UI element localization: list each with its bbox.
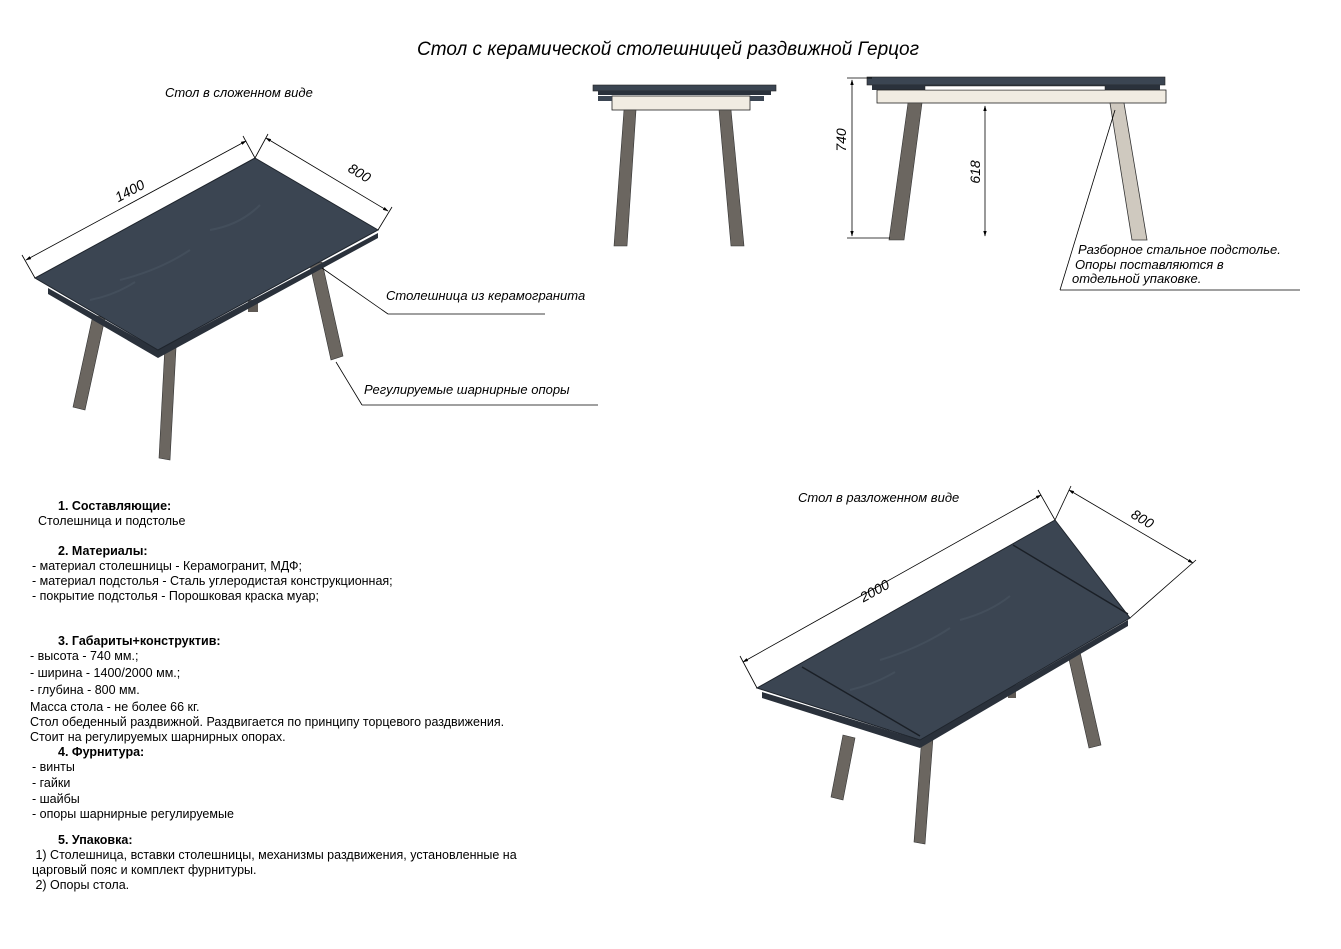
folded-table: Стол в сложенном виде 1400 800 Столешниц…	[21, 85, 598, 461]
spec-section-2: 2. Материалы: - материал столешницы - Ке…	[32, 544, 393, 604]
drawing-title: Стол с керамической столешницей раздвижн…	[417, 39, 919, 60]
note-line-3: отдельной упаковке.	[1072, 271, 1201, 286]
spec-heading-4: 4. Фурнитура:	[58, 745, 145, 759]
callout-legs-leader	[335, 361, 363, 406]
spec-item: - опоры шарнирные регулируемые	[32, 807, 234, 821]
spec-item: Столешница и подстолье	[38, 514, 186, 528]
note-leader	[1059, 109, 1116, 291]
spec-item: - ширина - 1400/2000 мм.;	[30, 666, 181, 680]
expanded-dim-length: 2000	[856, 576, 892, 606]
spec-item: - глубина - 800 мм.	[30, 683, 140, 697]
spec-item: - покрытие подстолья - Порошковая краска…	[32, 589, 319, 603]
folded-leg-front	[158, 344, 177, 461]
spec-note: Стол обеденный раздвижной. Раздвигается …	[30, 715, 505, 729]
spec-item: - материал подстолья - Сталь углеродиста…	[32, 574, 393, 588]
expanded-dim-length-line	[742, 494, 1042, 663]
spec-note: Стоит на регулируемых шарнирных опорах.	[30, 730, 286, 744]
folded-dim-length-line	[25, 140, 247, 261]
spec-heading-2: 2. Материалы:	[58, 544, 148, 558]
front-view	[592, 84, 777, 247]
folded-dim-width: 800	[345, 160, 373, 186]
spec-item: - шайбы	[32, 792, 80, 806]
spec-item: - материал столешницы - Керамогранит, МД…	[32, 559, 302, 573]
expanded-leg-right	[1067, 651, 1102, 749]
expanded-tabletop	[755, 519, 1131, 741]
spec-item: - высота - 740 мм.;	[30, 649, 139, 663]
spec-section-5: 5. Упаковка: 1) Столешница, вставки стол…	[32, 833, 517, 893]
callout-legs: Регулируемые шарнирные опоры	[364, 382, 570, 397]
spec-item: - винты	[32, 760, 75, 774]
note-line-2: Опоры поставляются в	[1075, 257, 1224, 272]
folded-dim-length: 1400	[112, 176, 147, 205]
spec-heading-1: 1. Составляющие:	[58, 499, 172, 513]
expanded-leg-front	[913, 734, 934, 845]
spec-section-1: 1. Составляющие: Столешница и подстолье	[36, 499, 186, 529]
callout-tabletop: Столешница из керамогранита	[386, 288, 585, 303]
expanded-table: Стол в разложенном виде 2000 800	[739, 485, 1197, 845]
dim-total-height: 740	[833, 128, 849, 152]
expanded-caption: Стол в разложенном виде	[798, 490, 959, 505]
dim-leg-height: 618	[967, 160, 983, 184]
expanded-leg-front-left	[830, 734, 856, 801]
callout-top-leader	[321, 267, 389, 315]
note-line-1: Разборное стальное подстолье.	[1078, 242, 1281, 257]
side-leg-right	[1109, 102, 1148, 241]
spec-item: 2) Опоры стола.	[32, 878, 130, 892]
spec-heading-3: 3. Габариты+конструктив:	[58, 634, 221, 648]
spec-note: Масса стола - не более 66 кг.	[30, 700, 200, 714]
expanded-dim-width-line	[1068, 489, 1194, 564]
spec-item: - гайки	[32, 776, 71, 790]
front-leg-right	[718, 109, 745, 247]
spec-item: царговый пояс и комплект фурнитуры.	[32, 863, 257, 877]
spec-heading-5: 5. Упаковка:	[58, 833, 133, 847]
spec-section-3: 3. Габариты+конструктив: - высота - 740 …	[30, 634, 504, 745]
folded-caption: Стол в сложенном виде	[165, 85, 313, 100]
spec-section-4: 4. Фурнитура: - винты - гайки - шайбы - …	[32, 745, 234, 822]
folded-leg-right	[309, 261, 344, 361]
side-leg-left	[888, 102, 923, 241]
expanded-seam-1	[801, 666, 921, 737]
spec-item: 1) Столешница, вставки столешницы, механ…	[32, 848, 517, 862]
folded-leg-front-left	[72, 314, 106, 411]
front-leg-left	[613, 109, 637, 247]
side-view: 740 618 Разборное стальное подстолье. Оп…	[833, 76, 1300, 291]
folded-dim-width-line	[265, 137, 389, 212]
